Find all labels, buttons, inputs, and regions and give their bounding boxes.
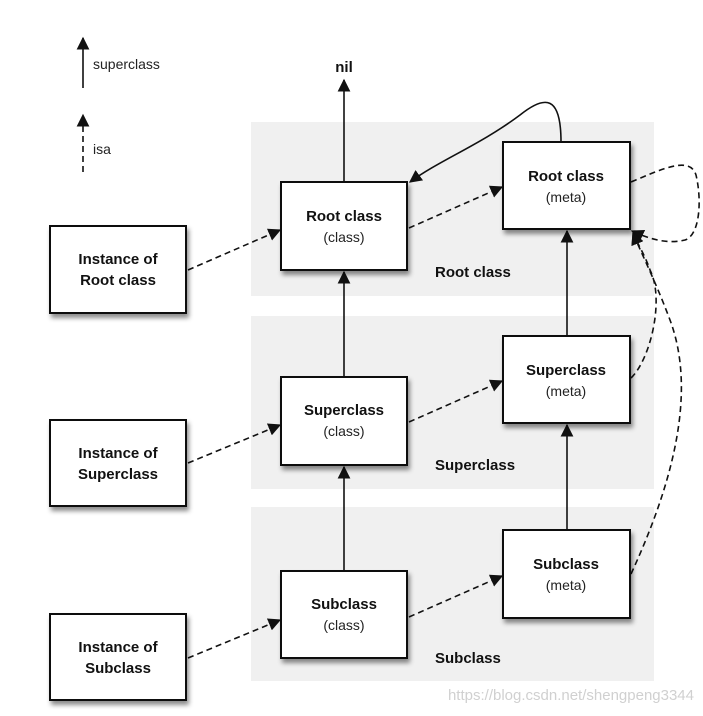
root-meta-name: Root class xyxy=(528,168,604,185)
isa-instance-root xyxy=(187,228,282,271)
instance-root-box: Instance of Root class xyxy=(49,225,187,314)
instance-sub-line2: Subclass xyxy=(85,660,151,677)
superclass-class-name: Superclass xyxy=(304,402,384,419)
superclass-meta-box: Superclass (meta) xyxy=(502,335,631,424)
isa-instance-super xyxy=(187,423,282,464)
instance-super-line1: Instance of xyxy=(78,445,158,462)
band-superclass-label: Superclass xyxy=(435,457,515,474)
subclass-class-name: Subclass xyxy=(311,596,377,613)
root-class-box: Root class (class) xyxy=(280,181,408,271)
superclass-meta-name: Superclass xyxy=(526,362,606,379)
isa-sub-class xyxy=(408,574,504,618)
subclass-meta-name: Subclass xyxy=(533,556,599,573)
legend-isa-label: isa xyxy=(93,141,111,157)
subclass-meta-box: Subclass (meta) xyxy=(502,529,631,619)
root-class-kind: (class) xyxy=(323,229,364,245)
isa-sub-meta xyxy=(630,231,683,575)
instance-sub-box: Instance of Subclass xyxy=(49,613,187,701)
instance-sub-line1: Instance of xyxy=(78,639,158,656)
superclass-class-box: Superclass (class) xyxy=(280,376,408,466)
isa-root-meta-self xyxy=(630,164,700,243)
instance-root-line1: Instance of xyxy=(78,251,158,268)
isa-root-class xyxy=(408,185,504,229)
nil-label: nil xyxy=(335,59,353,76)
legend-superclass-label: superclass xyxy=(93,56,160,72)
root-class-name: Root class xyxy=(306,208,382,225)
watermark: https://blog.csdn.net/shengpeng3344 xyxy=(448,687,694,704)
subclass-class-box: Subclass (class) xyxy=(280,570,408,659)
subclass-meta-kind: (meta) xyxy=(546,577,586,593)
superclass-class-kind: (class) xyxy=(323,423,364,439)
isa-instance-sub xyxy=(187,618,282,659)
band-root-label: Root class xyxy=(435,264,511,281)
subclass-class-kind: (class) xyxy=(323,617,364,633)
root-meta-box: Root class (meta) xyxy=(502,141,631,230)
superclass-meta-kind: (meta) xyxy=(546,383,586,399)
root-meta-kind: (meta) xyxy=(546,189,586,205)
band-subclass-label: Subclass xyxy=(435,650,501,667)
root-meta-to-root-class-arrow xyxy=(408,101,562,183)
instance-super-line2: Superclass xyxy=(78,466,158,483)
instance-super-box: Instance of Superclass xyxy=(49,419,187,507)
isa-super-class xyxy=(408,379,504,423)
instance-root-line2: Root class xyxy=(80,272,156,289)
